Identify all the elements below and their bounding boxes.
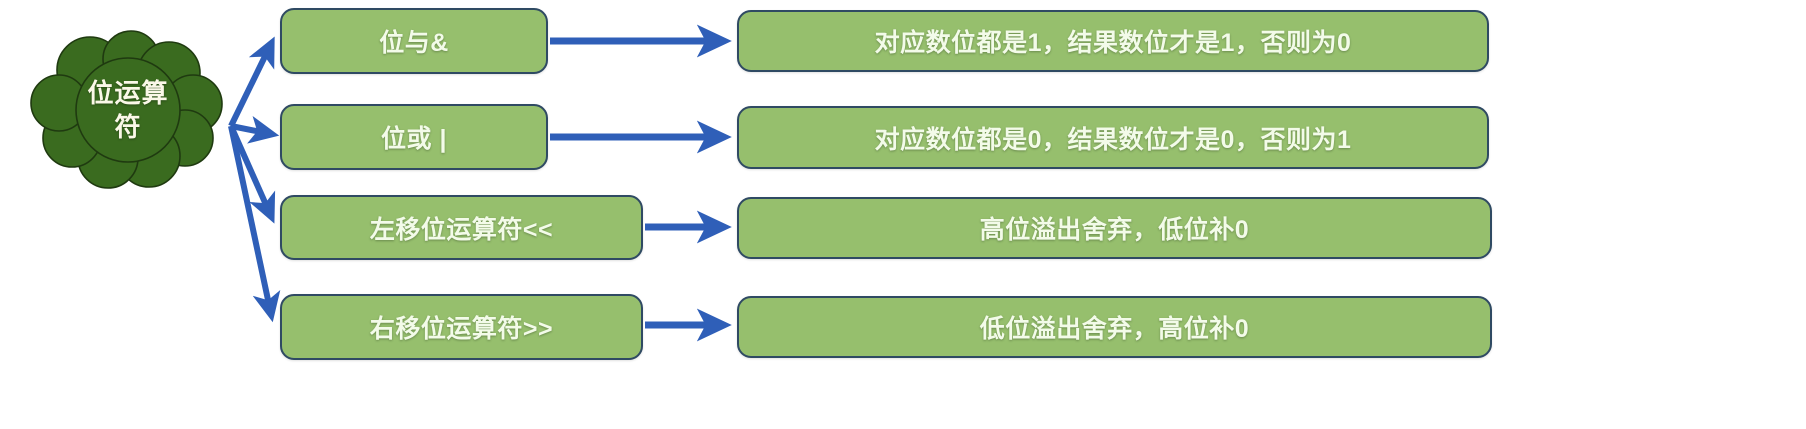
root-node-label-line-2: 符 [114, 112, 142, 142]
description-box-right-shift[interactable]: 低位溢出舍弃，高位补0 [737, 296, 1492, 358]
operator-box-bitwise-and[interactable]: 位与& [280, 8, 548, 74]
root-node-label-line-1: 位运算 [87, 77, 169, 108]
cloud-shape-icon [30, 30, 223, 189]
operator-box-bitwise-or[interactable]: 位或 | [280, 104, 548, 170]
edge-root-to-op-4 [228, 125, 281, 323]
operator-box-right-shift[interactable]: 右移位运算符>> [280, 294, 643, 360]
root-node-label: 位运算 符 [28, 30, 228, 190]
edge-root-to-op-2 [230, 115, 280, 144]
description-box-bitwise-or[interactable]: 对应数位都是0，结果数位才是0，否则为1 [737, 106, 1489, 169]
edge-root-to-op-1 [228, 36, 275, 128]
description-box-left-shift[interactable]: 高位溢出舍弃，低位补0 [737, 197, 1492, 259]
root-node-bitwise-operators[interactable]: 位运算 符 [28, 30, 228, 190]
operator-box-left-shift[interactable]: 左移位运算符<< [280, 195, 643, 260]
edge-root-to-op-3 [228, 124, 276, 224]
description-box-bitwise-and[interactable]: 对应数位都是1，结果数位才是1，否则为0 [737, 10, 1489, 72]
